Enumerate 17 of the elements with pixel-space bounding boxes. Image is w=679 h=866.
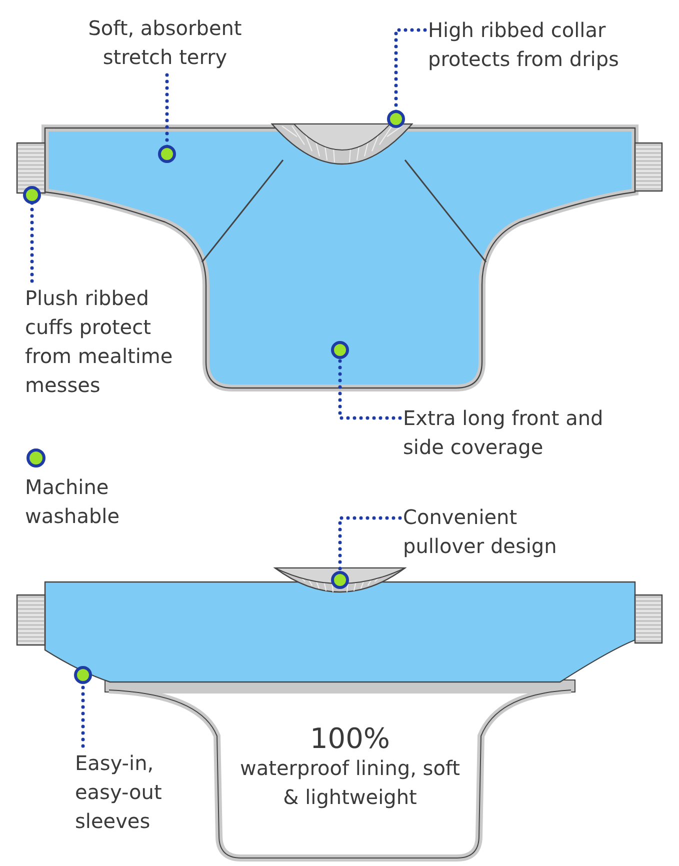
leader-line: [74, 666, 92, 748]
feature-label: Machine washable: [25, 474, 121, 530]
leader-line: [331, 341, 402, 420]
callout-text: High ribbed collar protects from drips: [428, 16, 668, 74]
percentage-text: 100%: [308, 722, 392, 756]
callout-text: Convenient pullover design: [403, 503, 603, 561]
callout-text: Soft, absorbent stretch terry: [80, 14, 250, 72]
lining-description: waterproof lining, soft & lightweight: [240, 755, 460, 811]
callout-text: Plush ribbed cuffs protect from mealtime messes: [25, 284, 200, 400]
leader-line: [23, 186, 41, 283]
leader-line: [331, 516, 402, 589]
sleeved-bib-drawing: [16, 123, 663, 392]
leader-line: [387, 28, 427, 128]
callout-text: Extra long front and side coverage: [403, 404, 643, 462]
leader-line: [158, 73, 176, 163]
sleeved-bib-drawing: [16, 567, 663, 692]
callout-text: Easy-in, easy-out sleeves: [75, 749, 195, 836]
